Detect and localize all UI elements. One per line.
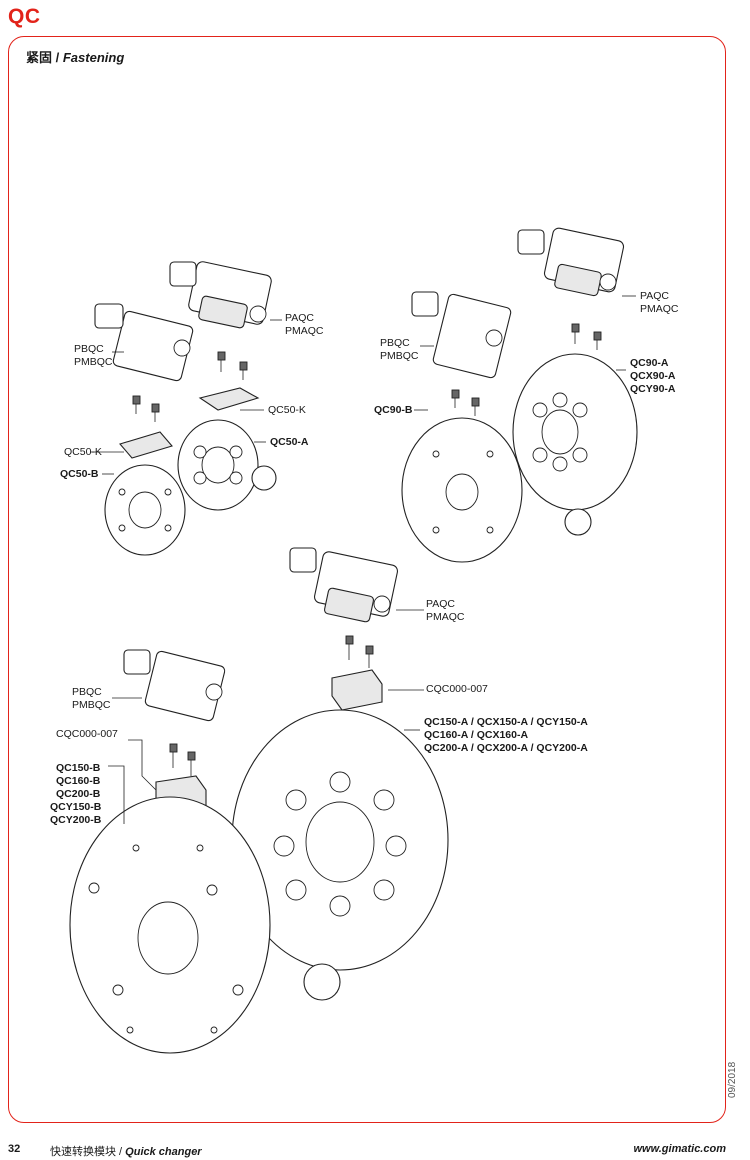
label-large-a1: QC150-A / QCX150-A / QCY150-A (424, 716, 588, 728)
label-large-pbqc: PBQC (72, 686, 102, 698)
qc90-screws (451, 323, 602, 416)
large-paqc-connector (289, 547, 399, 623)
label-qc50-pbqc: PBQC (74, 343, 104, 355)
section-title-cn: 紧固 (26, 50, 53, 65)
large-pbqc-sensor (123, 649, 226, 722)
qc90-b-disc (401, 417, 523, 563)
label-large-a3: QC200-A / QCX200-A / QCY200-A (424, 742, 588, 754)
label-qc90-pmaqc: PMAQC (640, 303, 679, 315)
label-large-pmbqc: PMBQC (72, 699, 111, 711)
large-screws-right (345, 635, 374, 668)
section-title: 紧固 / Fastening (26, 47, 124, 66)
qc90-a-disc (512, 353, 638, 536)
page-number: 32 (8, 1143, 21, 1155)
label-qc90-paqc: PAQC (640, 290, 669, 302)
label-qc50-pmbqc: PMBQC (74, 356, 113, 368)
qc50-group (90, 261, 282, 556)
label-large-b3: QC200-B (56, 788, 101, 800)
label-qc50-k-top: QC50-K (268, 404, 306, 416)
qc90-paqc-connector (517, 227, 625, 297)
label-large-b4: QCY150-B (50, 801, 102, 813)
footer-title: 快速转换模块 / Quick changer (50, 1143, 202, 1159)
qc-large-group (69, 547, 449, 1054)
brand-logo: QC (8, 5, 41, 28)
qc90-group (401, 227, 638, 563)
label-qc90-a3: QCY90-A (630, 383, 676, 395)
qc50-k-block-top (198, 387, 260, 411)
label-qc90-pmbqc: PMBQC (380, 350, 419, 362)
qc50-a-disc (177, 419, 277, 511)
label-large-cqc-left: CQC000-007 (56, 728, 118, 740)
label-qc50-paqc: PAQC (285, 312, 314, 324)
label-qc50-b: QC50-B (60, 468, 99, 480)
label-large-b2: QC160-B (56, 775, 101, 787)
label-large-a2: QC160-A / QCX160-A (424, 729, 529, 741)
qc50-screws (132, 351, 248, 422)
qc50-paqc-connector (169, 261, 272, 329)
section-title-en: Fastening (62, 50, 125, 65)
label-large-pmaqc: PMAQC (426, 611, 465, 623)
qc50-b-disc (104, 464, 186, 556)
large-b-disc (69, 796, 271, 1054)
footer-title-cn: 快速转换模块 (50, 1146, 116, 1158)
qc90-pbqc-sensor (411, 291, 512, 379)
revision-date: 09/2018 (727, 1061, 738, 1098)
label-large-cqc-right: CQC000-007 (426, 683, 488, 695)
footer-title-en: Quick changer (125, 1146, 202, 1158)
label-qc50-a: QC50-A (270, 436, 309, 448)
large-screws-left (169, 743, 196, 776)
label-large-b1: QC150-B (56, 762, 101, 774)
label-qc90-b: QC90-B (374, 404, 413, 416)
label-large-b5: QCY200-B (50, 814, 102, 826)
label-qc50-pmaqc: PMAQC (285, 325, 324, 337)
label-qc90-a1: QC90-A (630, 357, 669, 369)
qc50-k-block-left (119, 431, 173, 459)
qc50-pbqc-sensor (94, 303, 194, 382)
website-link[interactable]: www.gimatic.com (633, 1143, 726, 1155)
label-qc50-k-left: QC50-K (64, 446, 102, 458)
label-qc90-a2: QCX90-A (630, 370, 676, 382)
label-qc90-pbqc: PBQC (380, 337, 410, 349)
large-cqc-block-right (331, 669, 383, 711)
footer-title-sep: / (116, 1146, 126, 1158)
section-title-sep: / (52, 50, 63, 65)
large-a-disc (231, 709, 449, 1001)
content-frame (8, 36, 726, 1123)
label-large-paqc: PAQC (426, 598, 455, 610)
